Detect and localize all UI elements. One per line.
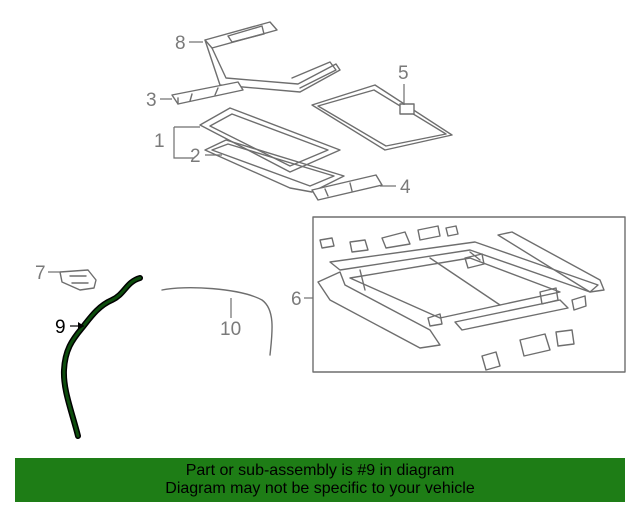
part-6-housing-detail (317, 225, 605, 371)
leader-1 (173, 126, 200, 159)
callout-9: 9 (55, 317, 66, 338)
callout-7: 7 (35, 263, 46, 284)
callout-6: 6 (291, 289, 302, 310)
parts-diagram: 8 3 1 2 5 4 6 (35, 21, 626, 439)
part-9-drain-hose-highlighted[interactable] (60, 275, 143, 439)
part-1-glass-panel[interactable] (199, 107, 341, 173)
callout-10: 10 (220, 319, 241, 340)
callout-2: 2 (190, 146, 201, 167)
part-4-bracket[interactable] (311, 174, 383, 201)
callout-4: 4 (400, 177, 411, 198)
part-7-clip[interactable] (59, 269, 97, 291)
part-5-sunshade[interactable] (311, 84, 453, 151)
callout-3: 3 (146, 90, 157, 111)
callout-1: 1 (154, 131, 165, 152)
info-banner: Part or sub-assembly is #9 in diagram Di… (15, 458, 625, 502)
part-8-frame-rail[interactable] (204, 21, 341, 93)
part-3-bracket[interactable] (171, 81, 244, 105)
part-6-housing-box[interactable] (312, 216, 626, 373)
part-10-drain-hose[interactable] (161, 287, 273, 356)
part-2-weatherstrip[interactable] (204, 139, 345, 193)
arrow-9-icon (78, 322, 84, 330)
callout-5: 5 (398, 63, 409, 84)
banner-line-2: Diagram may not be specific to your vehi… (165, 480, 475, 497)
callout-8: 8 (175, 33, 186, 54)
banner-line-1: Part or sub-assembly is #9 in diagram (185, 462, 455, 479)
